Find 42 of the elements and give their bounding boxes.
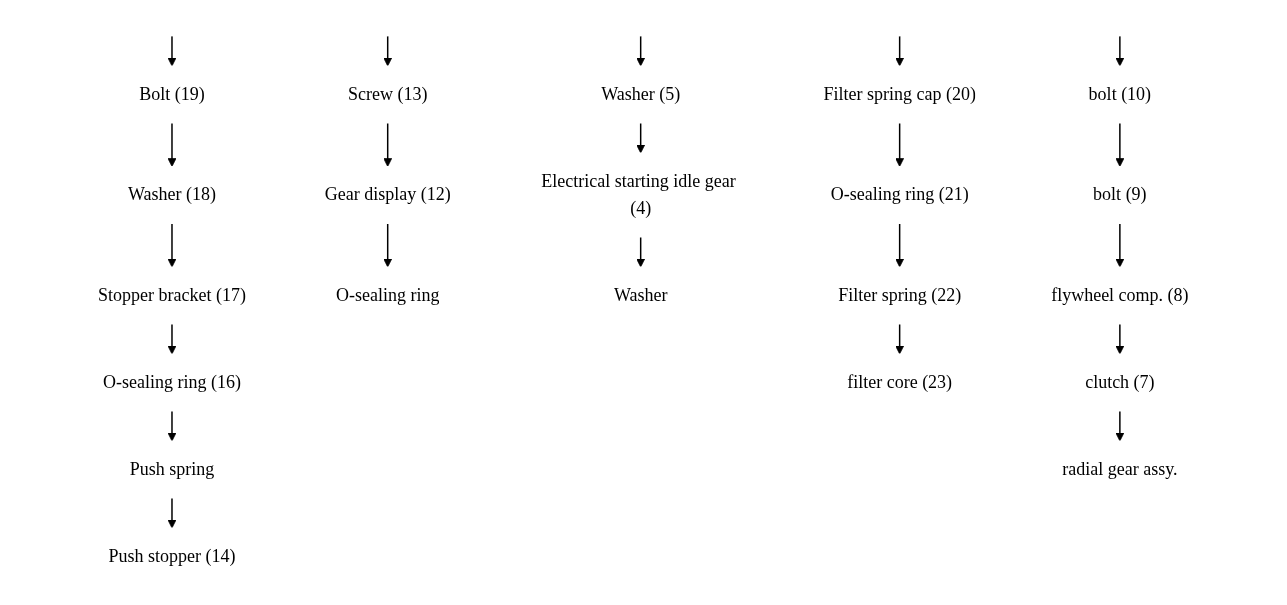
- arrow: [167, 322, 177, 354]
- arrow: [1115, 409, 1125, 441]
- arrow: [895, 34, 905, 66]
- node-text: Gear display (12): [324, 184, 451, 204]
- node-text: O-sealing ring: [336, 284, 440, 305]
- node-text: Washer (18): [128, 184, 217, 204]
- arrow: [167, 222, 177, 267]
- arrow: [895, 121, 905, 167]
- arrow: [167, 121, 177, 167]
- node-text: O-sealing ring (16): [103, 371, 242, 392]
- node-text: clutch (7): [1085, 371, 1155, 392]
- node-text: Filter spring (22): [838, 284, 962, 305]
- arrow: [383, 222, 393, 267]
- node-text: Push spring: [129, 458, 215, 479]
- node-text: radial gear assy.: [1062, 458, 1178, 479]
- arrow: [1115, 322, 1125, 354]
- arrow: [167, 496, 177, 528]
- node-text: flywheel comp. (8): [1051, 284, 1189, 305]
- node-text: Stopper bracket (17): [98, 284, 247, 305]
- node-text: Washer: [614, 284, 668, 305]
- node-text: Bolt (19): [139, 83, 205, 104]
- arrow: [167, 409, 177, 441]
- arrow: [895, 322, 905, 354]
- arrow: [1115, 34, 1125, 66]
- node-text: filter core (23): [847, 371, 953, 392]
- arrow: [1115, 222, 1125, 267]
- node-text: O-sealing ring (21): [830, 184, 969, 204]
- arrow: [636, 34, 646, 66]
- arrow: [895, 222, 905, 267]
- node-text: Push stopper (14): [108, 545, 236, 566]
- node-text: Electrical starting idle gear (4): [541, 170, 736, 218]
- node-text: Filter spring cap (20): [823, 83, 977, 104]
- node-text: bolt (9): [1093, 184, 1147, 204]
- node-text: Washer (5): [601, 83, 681, 104]
- arrow: [383, 34, 393, 66]
- arrow: [636, 121, 646, 153]
- arrow: [1115, 121, 1125, 167]
- node-text: bolt (10): [1088, 83, 1152, 104]
- arrow: [383, 121, 393, 167]
- node-text: Screw (13): [348, 83, 428, 104]
- arrow: [167, 34, 177, 66]
- arrow: [636, 235, 646, 267]
